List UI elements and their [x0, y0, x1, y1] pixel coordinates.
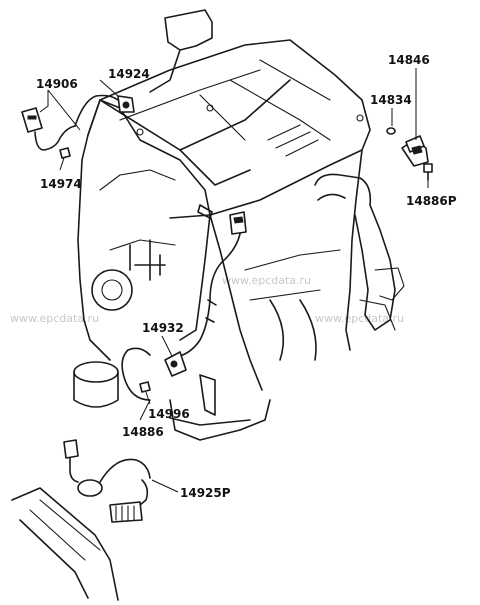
- harness-connector-14906: [21, 107, 76, 151]
- watermark-right: www.epcdata.ru: [315, 312, 404, 325]
- watermark-left: www.epcdata.ru: [10, 312, 99, 325]
- ring-14834: [386, 127, 396, 135]
- label-14996: 14996: [148, 407, 190, 421]
- bolt-14886: [139, 381, 151, 393]
- bracket-14996: [121, 347, 151, 401]
- label-14932: 14932: [142, 321, 184, 335]
- oxygen-sensor-14925P: [63, 439, 151, 523]
- bolt-14886P: [423, 163, 433, 181]
- watermark-center: www.epcdata.ru: [222, 274, 311, 287]
- label-14974: 14974: [40, 177, 82, 191]
- bolt-14974: [59, 147, 71, 159]
- label-14886P: 14886P: [406, 194, 457, 208]
- sensor-14924: [74, 94, 135, 127]
- label-14906: 14906: [36, 77, 78, 91]
- exhaust-pipe: [11, 487, 119, 601]
- sensor-harness-14932: [164, 211, 247, 377]
- leader-lines: [39, 68, 429, 493]
- label-14846: 14846: [388, 53, 430, 67]
- sensor-14846: [401, 135, 429, 167]
- label-14925P: 14925P: [180, 486, 231, 500]
- label-14834: 14834: [370, 93, 412, 107]
- engine-block: [73, 9, 405, 441]
- label-14924: 14924: [108, 67, 150, 81]
- label-14886: 14886: [122, 425, 164, 439]
